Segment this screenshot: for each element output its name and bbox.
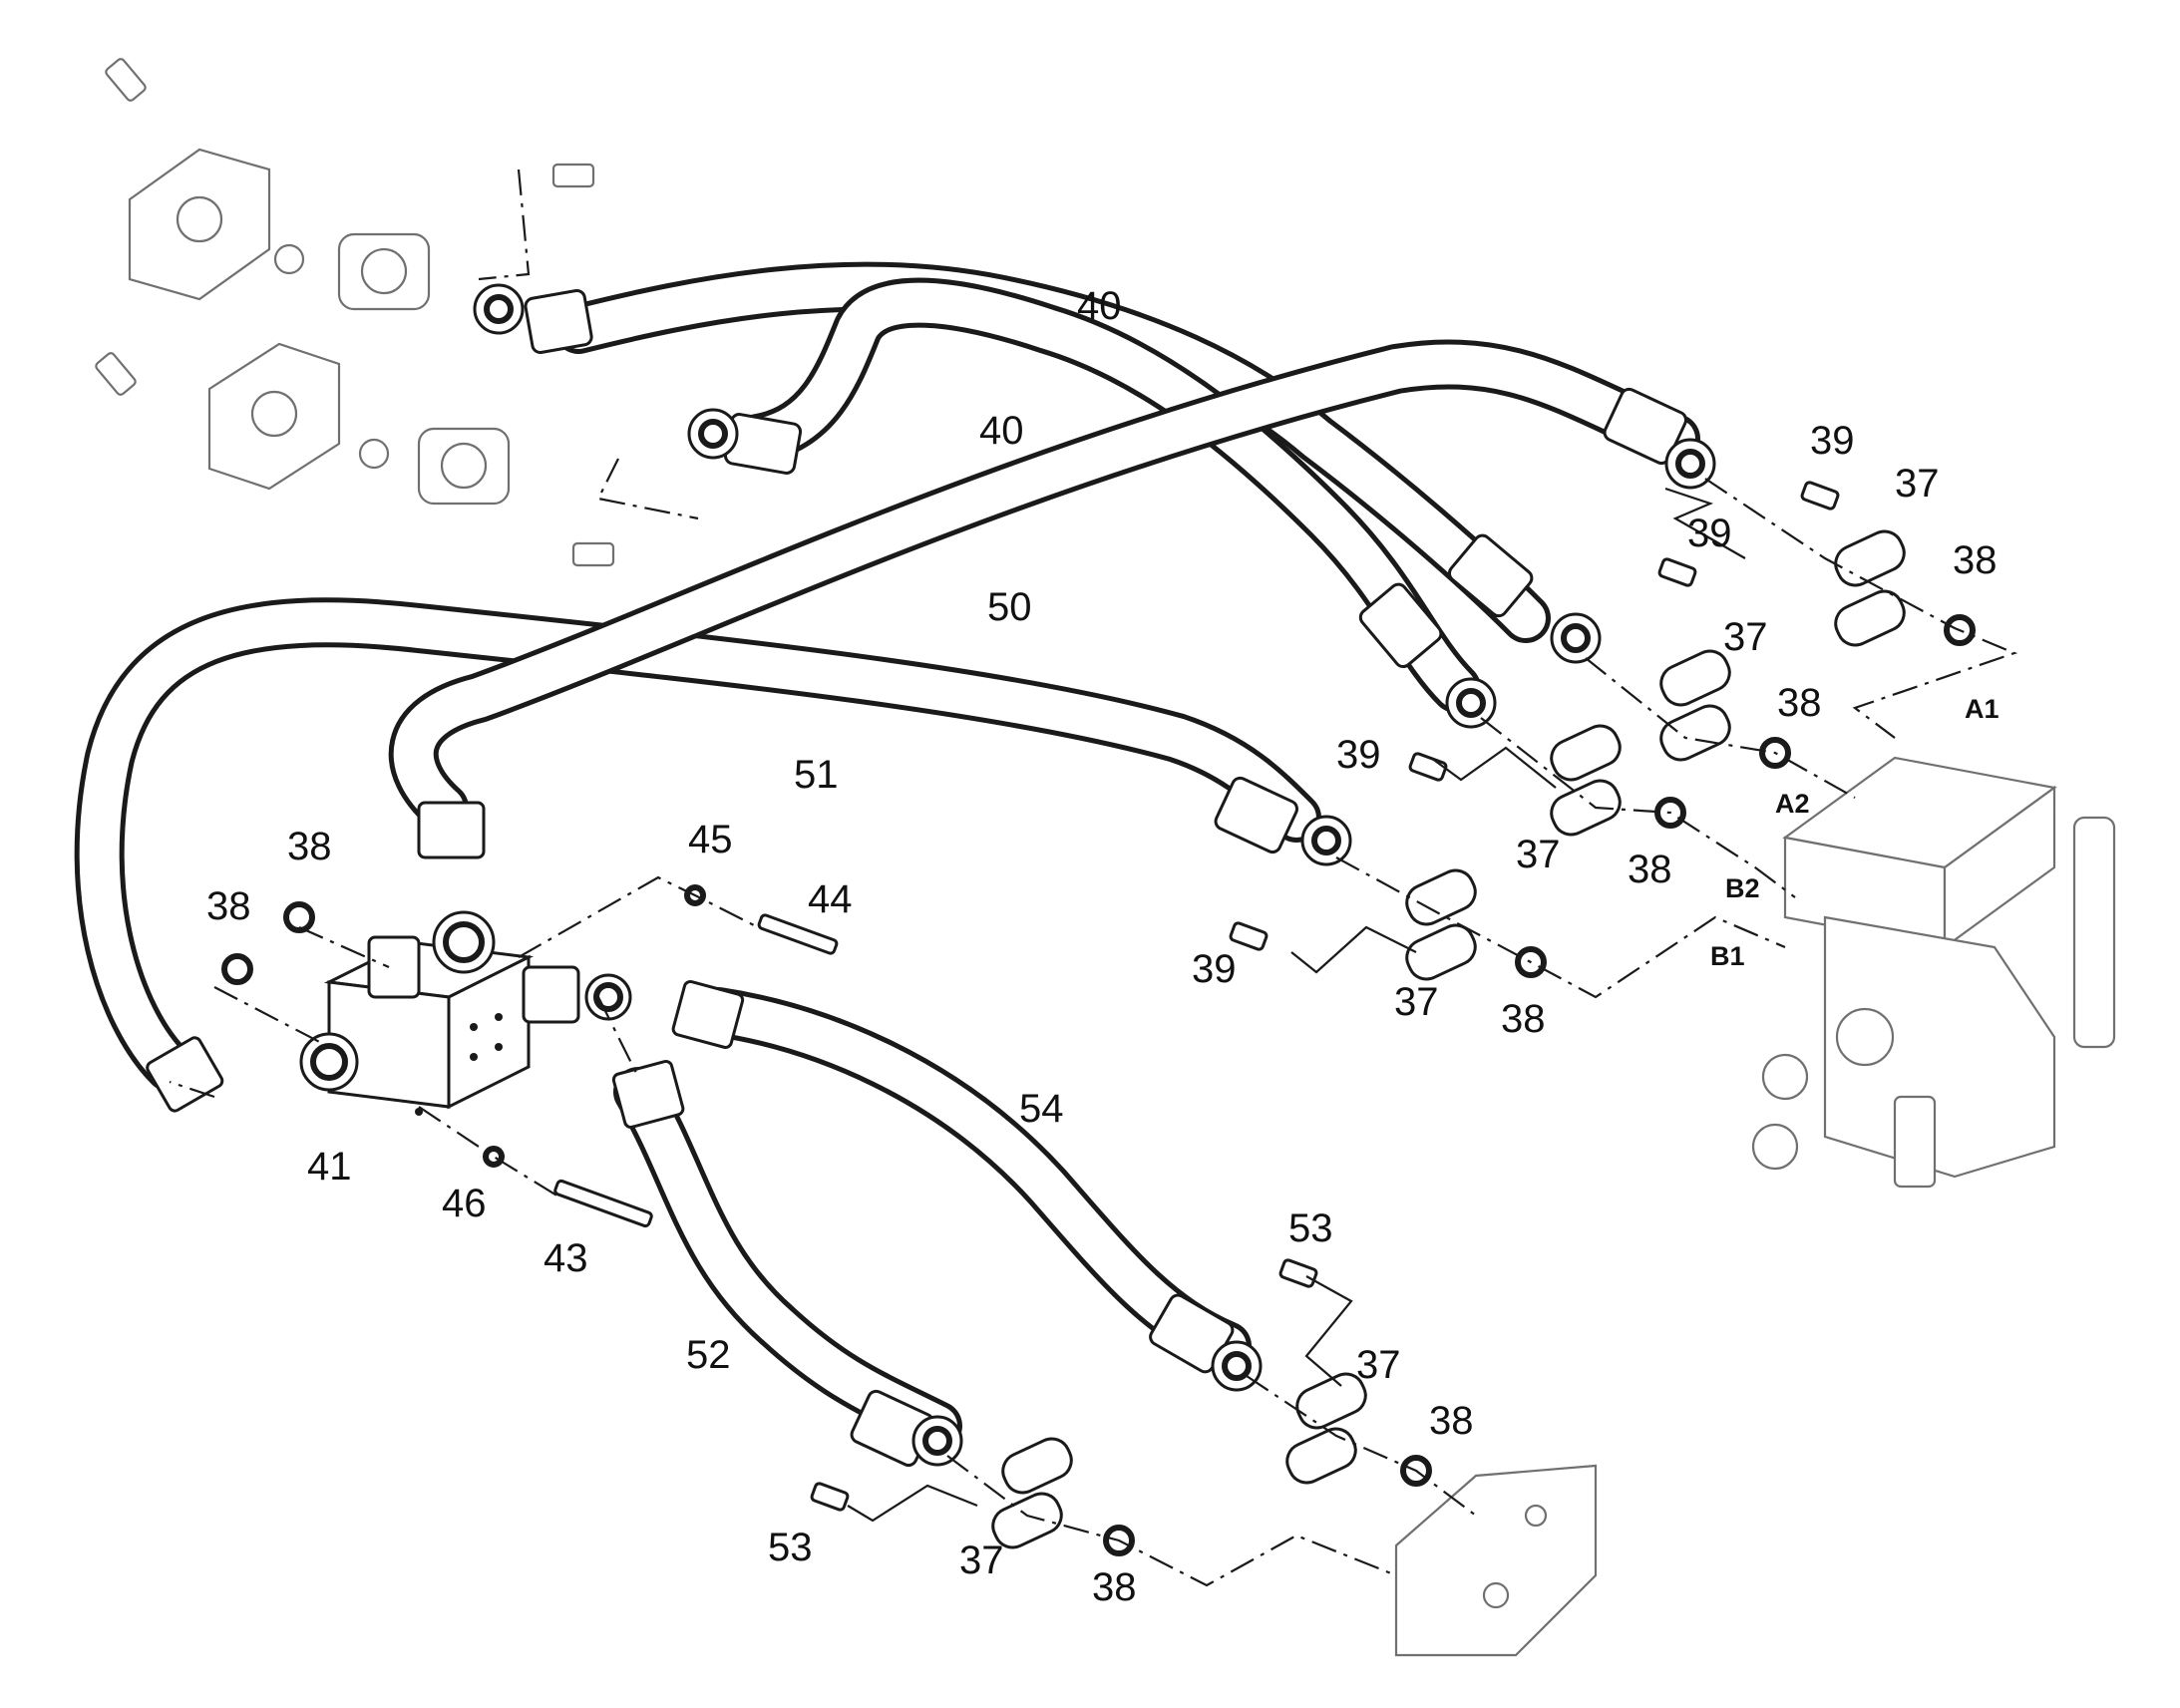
hose-52 (613, 1067, 962, 1451)
hose-fittings (146, 283, 1716, 1468)
port-a1: A1 (1965, 694, 1999, 724)
label-38-b2: 38 (1628, 848, 1672, 891)
label-53-lower: 53 (768, 1526, 813, 1569)
label-46: 46 (442, 1182, 487, 1225)
label-51: 51 (794, 753, 839, 797)
hose-54 (693, 987, 1252, 1371)
label-38-a1: 38 (1953, 538, 1998, 582)
label-37-a1: 37 (1895, 462, 1940, 506)
label-52: 52 (686, 1333, 731, 1377)
label-38-left-top: 38 (287, 825, 332, 868)
left-flange-parts (95, 58, 615, 567)
flange-clamps (221, 529, 1976, 1556)
valve-block-41 (299, 910, 632, 1116)
label-39-a2: 39 (1687, 512, 1732, 555)
hydraulic-pump (1751, 756, 2116, 1189)
leader-lines (169, 169, 2018, 1587)
port-labels: A1 A2 B2 B1 (1710, 694, 1999, 971)
label-38-a2: 38 (1777, 681, 1822, 725)
hose-51 (74, 597, 1321, 1092)
label-38-left: 38 (206, 884, 251, 928)
port-a2: A2 (1775, 789, 1810, 819)
label-37-lower: 37 (959, 1538, 1004, 1582)
label-43: 43 (544, 1236, 588, 1280)
label-38-b1: 38 (1501, 997, 1546, 1041)
label-39-a1: 39 (1810, 419, 1855, 463)
label-37-b1: 37 (1394, 980, 1439, 1024)
hose-40-lower (733, 277, 1481, 713)
part-labels: 40 40 50 51 54 52 41 46 43 45 44 38 38 3… (206, 284, 1998, 1609)
port-b2: B2 (1725, 873, 1760, 903)
hose-40-upper (553, 261, 1551, 643)
label-41: 41 (307, 1145, 352, 1189)
label-37-a2: 37 (1723, 615, 1768, 659)
label-37-lower-right: 37 (1356, 1343, 1401, 1387)
label-53-upper: 53 (1288, 1206, 1333, 1250)
port-b1: B1 (1710, 941, 1745, 971)
hose-50 (388, 339, 1700, 833)
label-40-upper: 40 (1077, 284, 1122, 328)
label-54: 54 (1019, 1087, 1064, 1131)
label-40-lower: 40 (979, 409, 1024, 453)
label-44: 44 (808, 877, 853, 921)
label-50: 50 (987, 585, 1032, 629)
label-39-b2: 39 (1336, 733, 1381, 777)
bolts (553, 481, 1840, 1512)
label-39-b1: 39 (1192, 947, 1237, 991)
mounting-plate (1394, 1464, 1598, 1657)
label-37-b2: 37 (1516, 833, 1561, 876)
label-38-lower-right: 38 (1429, 1399, 1474, 1443)
label-38-lower: 38 (1092, 1565, 1137, 1609)
label-45: 45 (688, 818, 733, 861)
